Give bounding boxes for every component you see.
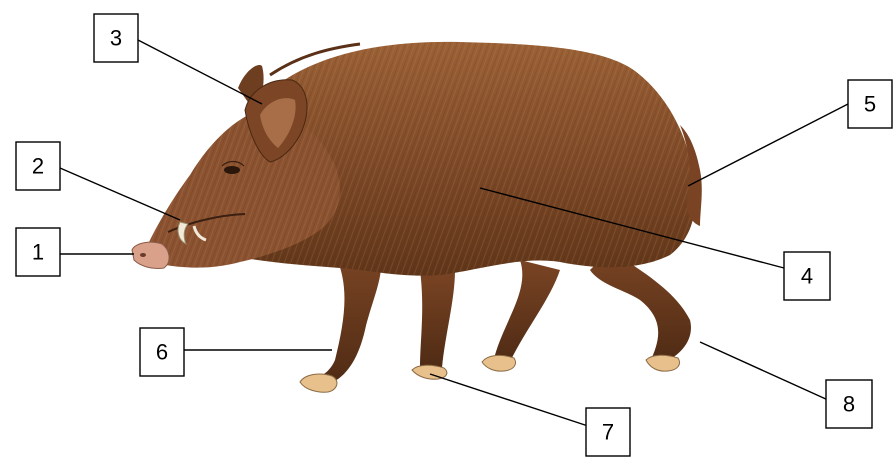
hoof-hind-near <box>646 355 680 371</box>
boar-snout <box>132 242 169 268</box>
far-hind-leg <box>495 260 560 362</box>
far-front-leg <box>420 270 455 368</box>
label-6-text: 6 <box>156 340 168 365</box>
hoof-front-far <box>412 365 447 379</box>
label-4: 4 <box>784 252 830 300</box>
hoof-front-near <box>300 374 337 392</box>
label-3: 3 <box>94 14 138 62</box>
leader-7 <box>430 374 588 426</box>
label-5: 5 <box>848 80 892 128</box>
label-4-text: 4 <box>801 264 813 289</box>
leader-2 <box>60 168 180 220</box>
leader-8 <box>700 342 828 400</box>
label-1: 1 <box>16 228 60 276</box>
label-3-text: 3 <box>110 26 122 51</box>
leader-5 <box>688 104 848 186</box>
label-5-text: 5 <box>864 92 876 117</box>
near-front-leg <box>310 255 381 385</box>
boar-illustration <box>132 42 702 392</box>
label-7: 7 <box>586 408 630 456</box>
label-2: 2 <box>16 142 60 190</box>
label-2-text: 2 <box>32 154 44 179</box>
label-1-text: 1 <box>32 240 44 265</box>
label-6: 6 <box>140 328 184 376</box>
label-8-text: 8 <box>843 392 855 417</box>
hoof-hind-far <box>482 355 516 371</box>
label-7-text: 7 <box>602 420 614 445</box>
leader-3 <box>138 40 262 104</box>
label-8: 8 <box>826 380 872 428</box>
boar-eye <box>224 166 240 174</box>
